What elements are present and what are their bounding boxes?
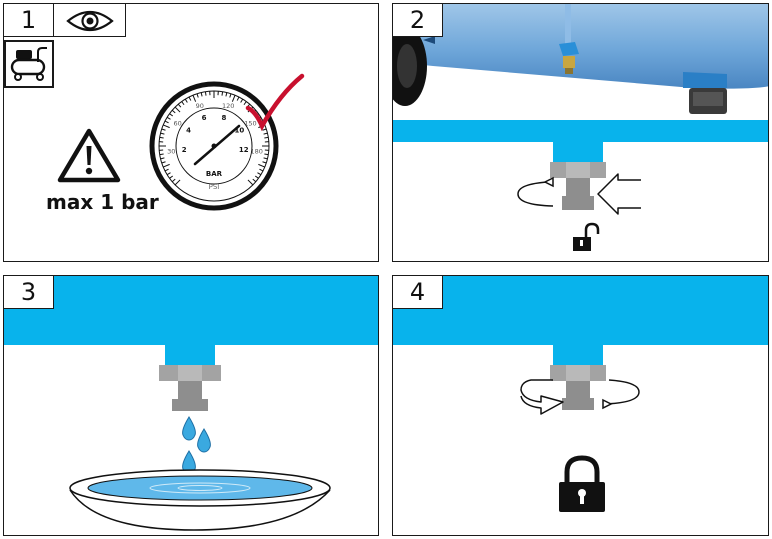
gauge-tick (231, 94, 236, 102)
gauge-bar-label: 2 (182, 146, 187, 154)
drain-valve-icon (393, 120, 768, 210)
gauge-tick (247, 179, 254, 186)
drain-valve-icon (4, 276, 378, 411)
gauge-tick (159, 153, 164, 156)
gauge-tick (169, 175, 174, 179)
pressure-gauge-icon: 2 4 6 8 10 12 30 60 90 120 150 180 BAR PSI (149, 81, 279, 211)
gauge-tick (169, 113, 174, 117)
gauge-tick (164, 168, 169, 172)
gauge-tick (166, 172, 171, 176)
eye-icon (54, 4, 126, 37)
gauge-unit-bar: BAR (206, 170, 223, 178)
gauge-tick (188, 96, 192, 101)
gauge-tick (221, 91, 224, 96)
gauge-tick (174, 179, 181, 186)
gauge-unit-psi: PSI (209, 183, 220, 191)
gauge-tick (164, 120, 169, 124)
gauge-bar-label: 4 (186, 127, 191, 135)
compressor-tank (393, 4, 768, 114)
gauge-tick (263, 132, 268, 135)
gauge-bar-label: 8 (221, 114, 226, 122)
checkmark-icon (245, 73, 305, 132)
gauge-psi-label: 60 (173, 120, 181, 128)
gauge-tick (196, 93, 199, 98)
gauge-tick (259, 168, 264, 172)
gauge-tick (177, 103, 182, 108)
collection-bowl-icon (69, 469, 331, 531)
compressor-icon (4, 40, 54, 88)
gauge-tick (262, 128, 267, 131)
gauge-tick (236, 96, 240, 101)
step-3-panel: 3 (3, 275, 379, 536)
gauge-tick (252, 178, 257, 183)
gauge-tick (160, 132, 165, 135)
gauge-tick (162, 163, 170, 168)
step-1-panel: 1 max 1 bar 2 4 6 8 10 12 30 60 90 120 150 180 BAR (3, 3, 379, 262)
unlock-icon (573, 222, 600, 251)
gauge-bar-label: 6 (202, 114, 207, 122)
water-drop-icon (182, 416, 211, 475)
gauge-psi-label: 90 (196, 102, 204, 110)
step-4-panel: 4 (392, 275, 769, 536)
gauge-tick (229, 93, 232, 98)
gauge-psi-label: 180 (251, 147, 263, 155)
step-number: 2 (393, 4, 443, 37)
gauge-tick (225, 92, 228, 97)
gauge-tick (262, 161, 267, 164)
drain-valve-icon (393, 276, 768, 410)
max-pressure-label: max 1 bar (46, 190, 159, 214)
gauge-tick (240, 98, 244, 103)
gauge-tick (184, 98, 188, 103)
gauge-psi-label: 30 (167, 147, 175, 155)
gauge-tick (171, 178, 176, 183)
step-number: 3 (4, 276, 54, 309)
gauge-tick (181, 101, 185, 106)
rotate-arrow-icon (517, 173, 641, 215)
gauge-tick (243, 101, 247, 106)
gauge-tick (160, 157, 165, 160)
gauge-tick (263, 157, 268, 160)
gauge-psi-label: 120 (222, 102, 234, 110)
gauge-psi-label: 150 (244, 120, 256, 128)
gauge-tick (257, 172, 262, 176)
gauge-tick (166, 116, 171, 120)
gauge-bar-label: 10 (235, 127, 245, 135)
gauge-tick (204, 91, 207, 96)
gauge-tick (264, 153, 269, 156)
gauge-tick (162, 124, 170, 129)
gauge-tick (161, 128, 166, 131)
gauge-tick (258, 163, 266, 168)
gauge-tick (174, 106, 181, 113)
gauge-tick (159, 136, 164, 139)
gauge-tick (200, 92, 203, 97)
gauge-tick (264, 136, 269, 139)
step-number: 1 (4, 4, 54, 37)
lock-icon (559, 455, 605, 512)
gauge-tick (192, 94, 197, 102)
gauge-tick (254, 175, 259, 179)
rotate-arrow-icon (520, 379, 640, 415)
gauge-tick (161, 161, 166, 164)
gauge-bar-label: 12 (239, 146, 249, 154)
gauge-tick (171, 109, 176, 114)
step-2-panel: 2 (392, 3, 769, 262)
step-number: 4 (393, 276, 443, 309)
